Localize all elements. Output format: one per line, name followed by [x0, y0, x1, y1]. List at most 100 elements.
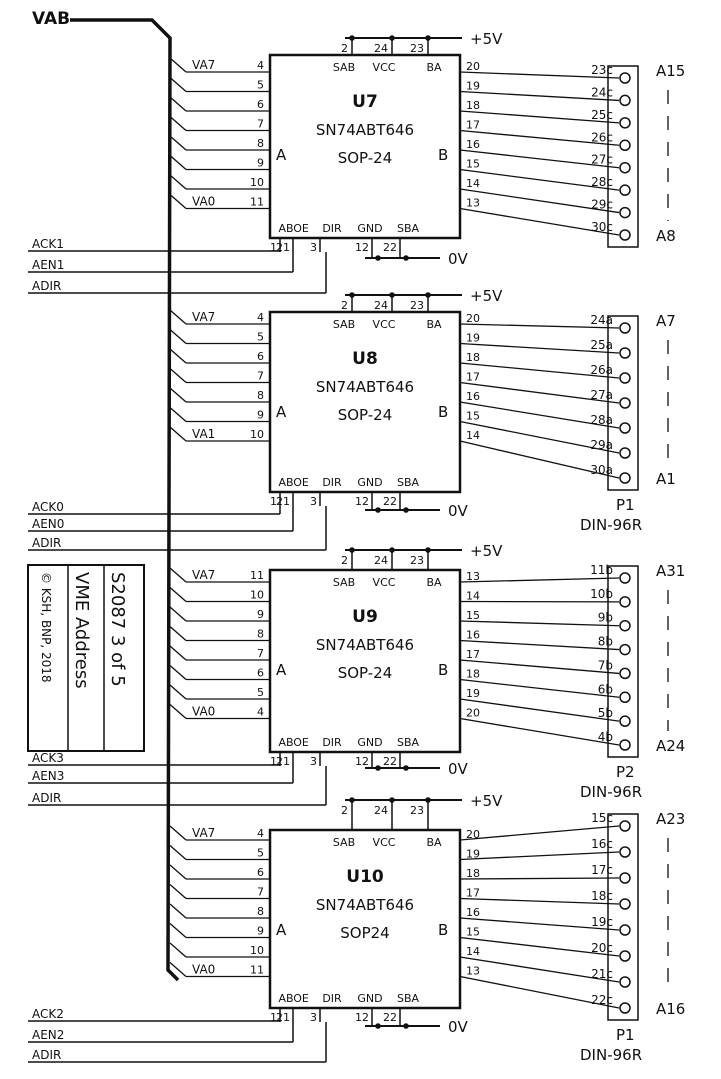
- bottom-pin-label: SBA: [397, 476, 420, 489]
- a-pin-number: 7: [257, 647, 264, 660]
- connector-pin-label: 16c: [591, 837, 613, 851]
- connector-body: [607, 65, 639, 248]
- chip-part: SN74ABT646: [316, 121, 414, 139]
- range-top-label: A23: [656, 810, 685, 828]
- a-pin-number: 10: [250, 589, 264, 602]
- connector-pin-label: 27a: [590, 388, 613, 402]
- b-pin-number: 15: [466, 158, 480, 171]
- junction-dot: [403, 1023, 409, 1029]
- b-pin-wire: [459, 129, 620, 146]
- connector-pin: [619, 924, 631, 936]
- bottom-pin-number: 1: [270, 1011, 277, 1024]
- b-pin-wire: [459, 71, 620, 79]
- bus-label: VAB: [32, 9, 70, 29]
- b-pin-number: 18: [466, 99, 480, 112]
- bottom-pin-label: AB: [278, 222, 293, 235]
- connector-pin: [619, 397, 631, 409]
- bottom-pin-label: SBA: [397, 736, 420, 749]
- bus-tap: [169, 645, 187, 661]
- a-pin-number: 9: [257, 608, 264, 621]
- connector-pin: [619, 572, 631, 584]
- bus-tap: [169, 77, 187, 92]
- connector-pin-label: 8b: [598, 635, 613, 649]
- connector-ref: P2: [616, 763, 635, 781]
- bottom-pin-number: 12: [355, 241, 369, 254]
- junction-dot: [349, 797, 355, 803]
- junction-dot: [349, 292, 355, 298]
- b-pin-number: 14: [466, 945, 480, 958]
- connector-pin: [619, 72, 631, 84]
- connector-pin-label: 29a: [590, 438, 613, 452]
- connector-pin-label: 26a: [590, 363, 613, 377]
- a-pin-number: 8: [257, 389, 264, 402]
- chip-side-a: A: [276, 921, 287, 939]
- top-pin-label: SAB: [333, 61, 355, 74]
- b-pin-wire: [459, 381, 620, 404]
- junction-dot: [375, 507, 381, 513]
- bottom-pin-number: 1: [270, 241, 277, 254]
- bottom-pin-label: SBA: [397, 222, 420, 235]
- top-pin-label: SAB: [333, 318, 355, 331]
- connector-pin-label: 22c: [591, 993, 613, 1007]
- bus-tap: [169, 825, 187, 841]
- bottom-pin-label: GND: [357, 222, 382, 235]
- control-signal-label: AEN3: [32, 769, 64, 783]
- connector-pin-label: 4b: [598, 730, 613, 744]
- top-pin-label: VCC: [373, 576, 396, 589]
- connector-pin: [619, 117, 631, 129]
- connector-pin-label: 23c: [591, 63, 613, 77]
- connector-pin: [619, 950, 631, 962]
- bus-tap: [169, 606, 187, 622]
- bottom-pin-label: AB: [278, 736, 293, 749]
- gnd-label: 0V: [448, 502, 469, 520]
- chip-side-b: B: [438, 146, 448, 164]
- bottom-pin-number: 22: [383, 1011, 397, 1024]
- b-pin-number: 18: [466, 668, 480, 681]
- a-pin-signal: VA7: [192, 310, 215, 324]
- b-pin-wire: [459, 207, 620, 236]
- bus-tap: [169, 704, 187, 719]
- a-pin-number: 8: [257, 905, 264, 918]
- bus-tap: [169, 329, 187, 344]
- top-pin-number: 23: [410, 804, 424, 817]
- connector-pin: [619, 206, 631, 219]
- control-signal-label: AEN0: [32, 517, 64, 531]
- connector-pin: [619, 139, 631, 152]
- chip-part: SN74ABT646: [316, 378, 414, 396]
- connector-pin: [619, 322, 631, 334]
- bus-tap: [169, 135, 187, 151]
- b-pin-wire: [459, 323, 620, 329]
- chip-body: [268, 568, 462, 754]
- b-pin-wire: [459, 110, 620, 124]
- connector-body: [607, 565, 639, 758]
- connector-type: DIN-96R: [580, 516, 642, 534]
- top-pin-label: BA: [426, 61, 442, 74]
- vcc-label: +5V: [470, 792, 503, 810]
- a-pin-number: 10: [250, 944, 264, 957]
- range-top-label: A15: [656, 62, 685, 80]
- b-pin-number: 14: [466, 590, 480, 603]
- a-pin-number: 5: [257, 331, 264, 344]
- bottom-pin-label: DIR: [322, 476, 342, 489]
- a-pin-number: 10: [250, 176, 264, 189]
- top-pin-label: BA: [426, 318, 442, 331]
- b-pin-wire: [459, 936, 620, 957]
- a-pin-number: 11: [250, 569, 264, 582]
- bottom-pin-label: AB: [278, 476, 293, 489]
- top-pin-number: 2: [341, 299, 348, 312]
- connector-pin: [619, 184, 631, 196]
- top-pin-number: 2: [341, 42, 348, 55]
- top-pin-number: 24: [374, 804, 388, 817]
- b-pin-wire: [459, 825, 620, 841]
- b-pin-number: 15: [466, 926, 480, 939]
- bus-tap: [169, 903, 187, 919]
- bus-tap: [169, 684, 187, 700]
- junction-dot: [375, 1023, 381, 1029]
- junction-dot: [403, 255, 409, 261]
- junction-dot: [425, 292, 431, 298]
- connector-pin: [619, 161, 631, 174]
- top-pin-number: 24: [374, 299, 388, 312]
- a-pin-number: 4: [257, 706, 264, 719]
